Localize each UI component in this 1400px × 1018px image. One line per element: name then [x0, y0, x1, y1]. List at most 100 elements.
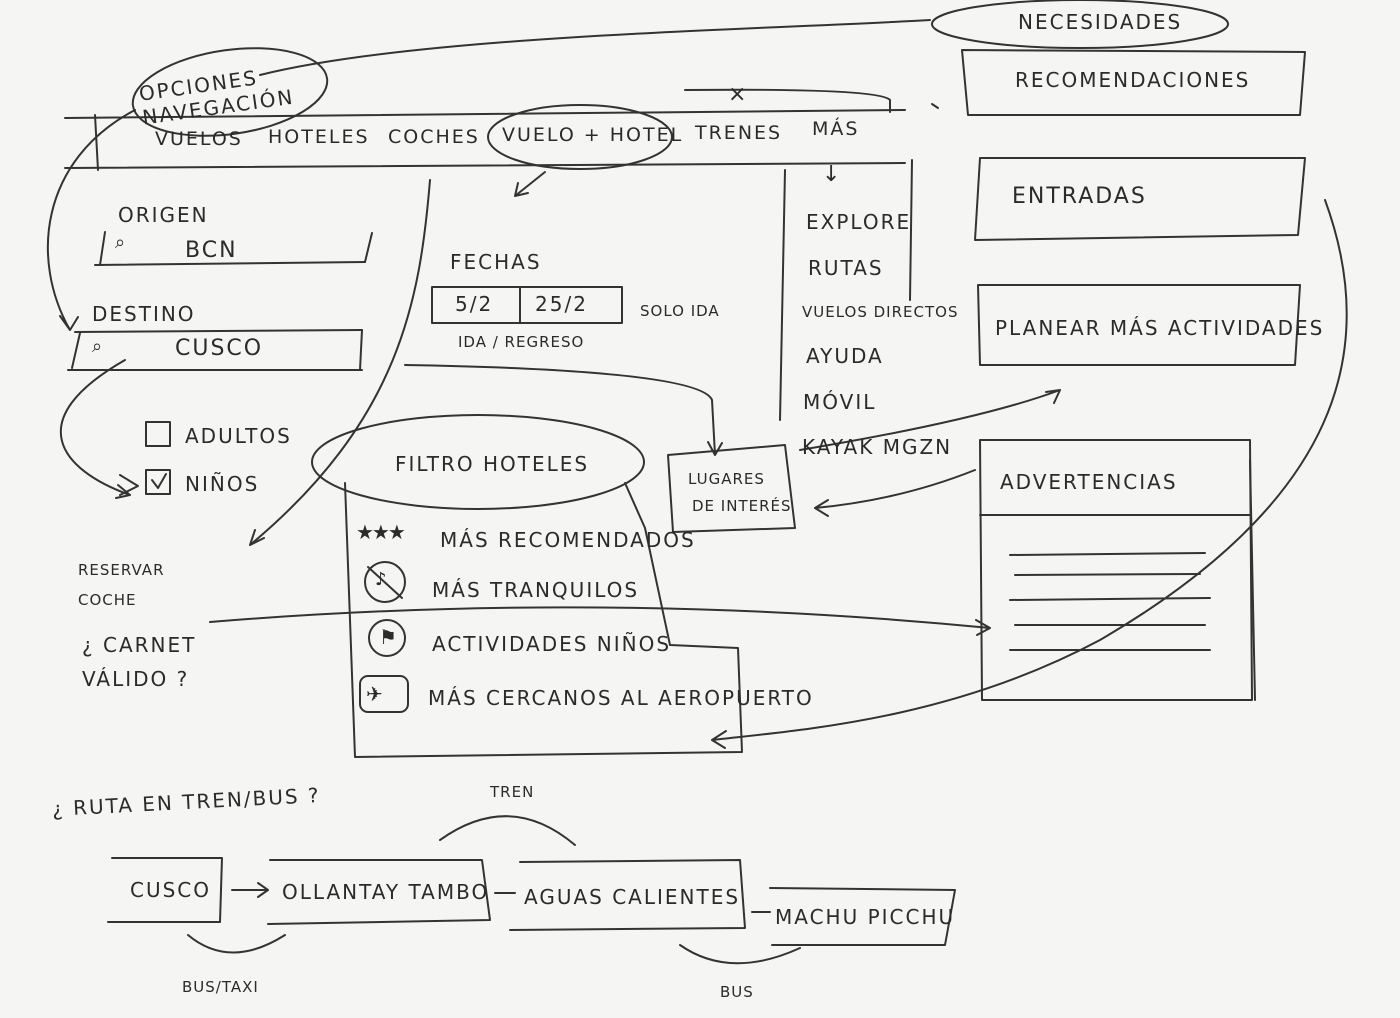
- more-menu-kayak[interactable]: KAYAK MGZN: [802, 435, 953, 459]
- more-menu-vuelos-directos[interactable]: VUELOS DIRECTOS: [802, 303, 959, 321]
- filter-option-airport[interactable]: MÁS CERCANOS AL AEROPUERTO: [428, 686, 814, 710]
- search-icon: ⌕: [92, 336, 103, 357]
- no-noise-icon: ♪: [375, 569, 387, 590]
- more-menu-right: [909, 159, 913, 301]
- nav-item-coches[interactable]: COCHES: [388, 126, 480, 148]
- nav-item-vuelos[interactable]: VUELOS: [155, 128, 243, 150]
- kids-activity-icon-circle: [368, 619, 406, 657]
- poi-line-2: DE INTERÉS: [692, 497, 792, 515]
- filter-option-recommended[interactable]: MÁS RECOMENDADOS: [440, 528, 696, 552]
- needs-box-recommendations[interactable]: RECOMENDACIONES: [1015, 68, 1251, 92]
- kids-checkbox: [145, 469, 171, 495]
- route-box-cusco: [107, 857, 223, 923]
- right-big-curve: [711, 199, 1348, 749]
- dates-caption: IDA / REGRESO: [458, 333, 585, 351]
- origin-field-line: [94, 261, 366, 266]
- nav-item-hoteles[interactable]: HOTELES: [268, 126, 370, 148]
- kids-activity-icon: ⚑: [379, 625, 397, 649]
- date-back-input[interactable]: 25/2: [535, 292, 588, 316]
- top-arc: [259, 19, 931, 76]
- warnings-title: ADVERTENCIAS: [1000, 470, 1178, 494]
- stars-icon: ★★★: [356, 520, 406, 544]
- needs-box-plan[interactable]: PLANEAR MÁS ACTIVIDADES: [995, 316, 1325, 340]
- nav-right-edge: [684, 88, 891, 113]
- dates-box: [431, 286, 623, 324]
- recom-box: [961, 49, 1306, 116]
- warnings-text-line-1: [1009, 552, 1206, 556]
- filter-option-kids[interactable]: ACTIVIDADES NIÑOS: [432, 632, 672, 656]
- dest-field-left: [71, 332, 81, 369]
- date-out-input[interactable]: 5/2: [455, 292, 494, 316]
- filter-title: FILTRO HOTELES: [395, 452, 590, 476]
- search-icon: ⌕: [115, 232, 126, 253]
- airport-icon: ✈: [366, 682, 383, 706]
- poi-box: [667, 444, 796, 533]
- warnings-box: [979, 439, 1253, 701]
- more-menu-rutas[interactable]: RUTAS: [808, 256, 884, 280]
- route-stop-aguas[interactable]: AGUAS CALIENTES: [524, 885, 741, 909]
- route-box-aguas: [509, 859, 746, 931]
- tren-arc: [439, 815, 576, 846]
- route-bus-label: BUS: [720, 983, 754, 1001]
- needs-box-tickets[interactable]: ENTRADAS: [1012, 184, 1147, 209]
- nav-item-trenes[interactable]: TRENES: [695, 122, 783, 144]
- needs-to-poi-arrow: [814, 469, 976, 517]
- more-menu-ayuda[interactable]: AYUDA: [806, 344, 884, 368]
- route-arrow-1: [231, 882, 269, 898]
- nav-title-ellipse: [131, 47, 329, 137]
- route-stop-cusco[interactable]: CUSCO: [130, 878, 212, 902]
- route-box-machu: [769, 887, 956, 946]
- filter-option-quiet[interactable]: MÁS TRANQUILOS: [432, 578, 640, 602]
- divider-curve: [249, 179, 431, 546]
- vuelo-hotel-arrow: [514, 171, 546, 197]
- airport-icon-frame: [359, 675, 409, 713]
- filter-box: [344, 482, 743, 758]
- nav-item-vuelo-hotel[interactable]: VUELO + HOTEL: [502, 124, 684, 146]
- license-question: ¿ CARNET VÁLIDO ?: [82, 633, 197, 691]
- tick-mark-left: [931, 103, 939, 109]
- dates-label: FECHAS: [450, 250, 542, 274]
- dates-to-poi-arrow: [404, 364, 723, 456]
- poi-line-1: LUGARES: [688, 470, 765, 488]
- more-menu-left: [779, 169, 786, 421]
- needs-title: NECESIDADES: [1018, 10, 1183, 34]
- poi-to-planear-arrow: [799, 389, 1061, 451]
- dest-field-right: [359, 329, 363, 371]
- origin-field-left: [99, 231, 106, 266]
- kids-label: NIÑOS: [185, 472, 260, 496]
- nav-item-mas[interactable]: MÁS: [812, 118, 860, 140]
- route-stop-machu[interactable]: MACHU PICCHU: [775, 905, 956, 929]
- adults-label: ADULTOS: [185, 424, 292, 448]
- bus-taxi-arc: [187, 934, 286, 954]
- quiet-icon-strike: [367, 566, 403, 599]
- more-menu-movil[interactable]: MÓVIL: [803, 390, 877, 414]
- dest-label: DESTINO: [92, 302, 196, 326]
- dest-input[interactable]: CUSCO: [175, 336, 264, 361]
- origin-input[interactable]: BCN: [185, 238, 238, 263]
- route-bus-taxi-label: BUS/TAXI: [182, 978, 259, 996]
- left-curve: [60, 359, 131, 499]
- filter-ellipse: [311, 414, 645, 510]
- one-way-option[interactable]: SOLO IDA: [640, 302, 720, 320]
- route-stop-ollantay[interactable]: OLLANTAY TAMBO: [282, 880, 490, 904]
- warnings-right-line: [1249, 459, 1256, 701]
- vuelo-hotel-ellipse: [487, 104, 673, 170]
- curve-arrow-title: [46, 109, 136, 331]
- adults-checkbox: [145, 421, 171, 447]
- kids-pointer: [119, 474, 139, 496]
- license-to-warnings-arrow: [209, 606, 991, 636]
- more-menu-explore[interactable]: EXPLORE: [806, 210, 912, 234]
- nav-bottom-line: [64, 162, 906, 169]
- car-rent-label: RESERVAR COCHE: [78, 561, 165, 609]
- route-box-ollantay: [267, 859, 491, 925]
- more-arrow-icon: ↓: [822, 162, 843, 187]
- close-icon[interactable]: ×: [728, 82, 749, 107]
- quiet-icon-circle: [364, 561, 406, 603]
- warnings-text-line-3: [1009, 597, 1211, 601]
- nav-top-line: [64, 109, 906, 119]
- route-train-label: TREN: [490, 783, 535, 801]
- bus-arc: [679, 944, 801, 965]
- warnings-text-line-2: [1014, 573, 1201, 576]
- kids-check-mark: [151, 473, 167, 489]
